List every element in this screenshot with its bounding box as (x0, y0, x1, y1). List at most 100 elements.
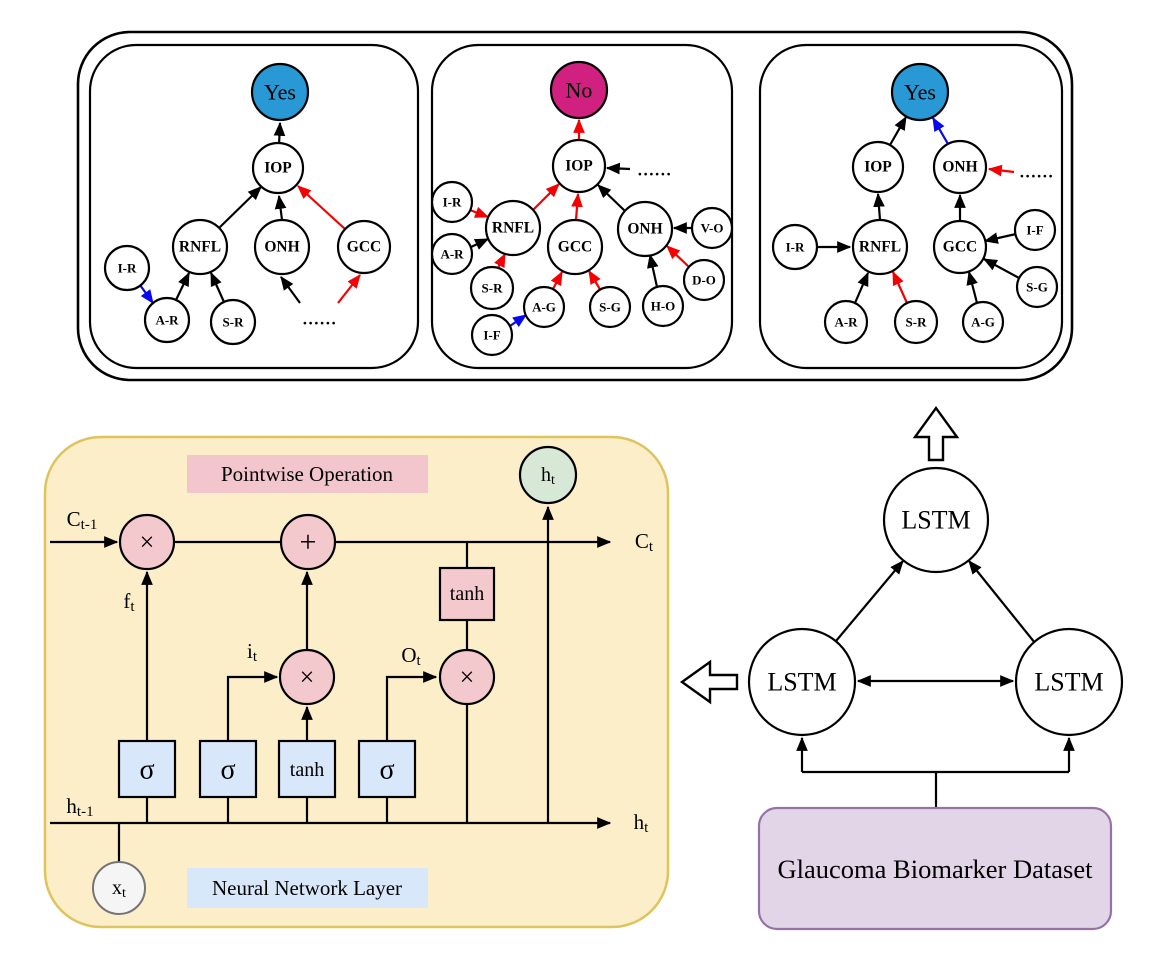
edge-ag-gcc-red (550, 270, 563, 290)
edge-sg-gcc-red (588, 269, 602, 292)
edge-rnfl-iop (873, 192, 885, 221)
add-op: + (279, 513, 337, 571)
edge-gcc-iop-red (297, 185, 346, 230)
svg-text:RNFL: RNFL (179, 239, 221, 256)
node-if: I-F (470, 313, 514, 357)
svg-text:A-R: A-R (155, 313, 179, 328)
svg-text:H-O: H-O (651, 299, 676, 314)
h-next-label: ht (634, 810, 650, 836)
edge-ir-rnfl-red (469, 206, 490, 219)
edge-dots-gcc-red (337, 274, 361, 304)
edge-ir-ar-blue (139, 284, 154, 304)
node-outcome-no: No (549, 60, 609, 120)
f-gate-label: ft (123, 589, 135, 615)
node-onh: ONH (932, 139, 988, 195)
svg-text:ht: ht (541, 464, 555, 488)
svg-text:LSTM: LSTM (1034, 668, 1103, 697)
ellipsis-dots: ...... (303, 310, 338, 329)
node-ir: I-R (430, 180, 474, 224)
tanh-layer: tanh (277, 739, 337, 799)
c-next-label: Ct (635, 529, 654, 555)
svg-text:GCC: GCC (943, 239, 977, 256)
lstm-cell-background (43, 435, 670, 929)
sigma-gate-1: σ (117, 739, 177, 799)
svg-text:×: × (140, 528, 155, 557)
panel-3-frame (758, 43, 1064, 370)
edge-if-gcc (983, 232, 1017, 244)
panel-2-edges (469, 118, 692, 328)
svg-text:ONH: ONH (264, 239, 299, 256)
svg-text:RNFL: RNFL (859, 239, 901, 256)
svg-text:I-F: I-F (483, 328, 500, 343)
edge-onh-iop (597, 184, 626, 212)
node-sr: S-R (893, 299, 939, 345)
outcome-label: Yes (904, 80, 936, 105)
node-sg: S-G (588, 285, 632, 329)
svg-text:A-G: A-G (532, 300, 556, 315)
svg-text:×: × (300, 663, 315, 692)
edge-sg-gcc (982, 258, 1020, 279)
svg-text:I-R: I-R (443, 195, 462, 210)
node-ag: A-G (522, 285, 566, 329)
svg-text:A-G: A-G (971, 315, 995, 330)
node-ag: A-G (961, 300, 1005, 344)
node-ar: A-R (430, 232, 474, 276)
panel-3-edges (817, 115, 1020, 304)
node-outcome-yes: Yes (890, 62, 950, 122)
edge-dots-onh-red (987, 164, 1015, 177)
svg-text:I-R: I-R (786, 240, 805, 255)
left-arrow-icon (679, 659, 739, 705)
edge-onh-iop (274, 194, 287, 221)
svg-text:I-F: I-F (1026, 223, 1043, 238)
node-gcc: GCC (546, 218, 604, 276)
edge-rnfl-iop-red (532, 183, 560, 211)
svg-text:GCC: GCC (558, 239, 592, 256)
h-prev-label: ht-1 (66, 794, 93, 820)
svg-text:IOP: IOP (565, 158, 593, 175)
dataset-box: Glaucoma Biomarker Dataset (757, 806, 1113, 931)
sigma-gate-3: σ (357, 739, 417, 799)
edge-iop-yes (889, 115, 907, 146)
edge-gcc-iop-red (571, 192, 583, 221)
pointwise-operation-label: Pointwise Operation (221, 462, 394, 486)
edge-ar-rnfl (470, 238, 490, 250)
neural-network-legend (187, 868, 428, 908)
edge-left-lstm-top (835, 560, 904, 642)
node-ho: H-O (641, 284, 685, 328)
edge-ar-rnfl (853, 271, 870, 304)
edge-ar-rnfl (175, 271, 190, 301)
edge-onh-yes-blue (932, 116, 949, 145)
node-ir: I-R (771, 223, 819, 271)
pointwise-operation-legend (187, 455, 428, 493)
outcome-label: No (566, 78, 593, 103)
dataset-label: Glaucoma Biomarker Dataset (778, 854, 1094, 884)
node-iop: IOP (851, 140, 905, 194)
input-gate-line (226, 671, 279, 741)
edge-right-lstm-top (968, 560, 1036, 644)
causal-graph-panel-1: Yes IOP RNFL ONH GCC I-R (88, 43, 420, 370)
node-gcc: GCC (932, 219, 988, 275)
forget-times-op: × (118, 513, 176, 571)
node-rnfl: RNFL (851, 218, 909, 276)
output-times-op: × (438, 648, 496, 706)
outcome-circle (250, 62, 310, 122)
lstm-node-left: LSTM (747, 627, 857, 737)
svg-text:IOP: IOP (864, 159, 892, 176)
h-output-node: ht (518, 445, 578, 505)
node-vo: V-O (690, 206, 734, 250)
c-prev-label: Ct-1 (67, 507, 98, 533)
svg-text:σ: σ (139, 755, 154, 786)
node-gcc: GCC (336, 219, 392, 275)
svg-text:S-G: S-G (599, 300, 621, 315)
node-if: I-F (1013, 208, 1057, 252)
node-rnfl: RNFL (484, 199, 542, 257)
svg-text:S-R: S-R (223, 315, 245, 330)
up-arrow-icon (912, 405, 960, 462)
outcome-label: Yes (264, 80, 296, 105)
panel-1-edges (139, 121, 361, 304)
outcome-circle (549, 60, 609, 120)
svg-text:S-R: S-R (482, 281, 504, 296)
svg-text:LSTM: LSTM (767, 668, 836, 697)
causal-graph-panel-3: Yes IOP ONH RNFL GCC I-R (758, 43, 1064, 370)
lstm-ensemble-section: LSTM LSTM LSTM Glaucoma Biomarker Datase… (679, 405, 1124, 931)
